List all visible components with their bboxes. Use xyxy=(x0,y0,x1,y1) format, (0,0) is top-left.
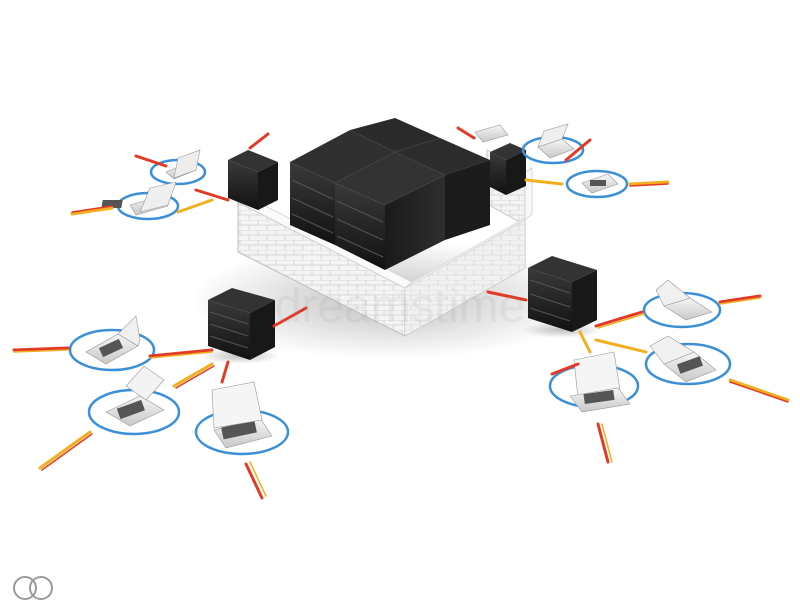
laptop-node-tr-1 xyxy=(521,123,585,165)
laptop-node-br-3 xyxy=(548,351,640,413)
firewall-wall xyxy=(237,149,533,337)
server-right xyxy=(522,256,602,338)
center-watermark: dreamstime xyxy=(275,280,526,333)
server-top-right xyxy=(490,143,526,195)
laptop-node-bl-3 xyxy=(194,381,290,456)
laptop-node-tl-2 xyxy=(101,181,180,221)
dreamstime-logo-icon xyxy=(13,576,53,600)
server-top-left xyxy=(228,150,278,210)
laptop-node-tl-1 xyxy=(149,149,207,186)
laptop-node-bl-1 xyxy=(68,315,156,372)
central-server-cluster xyxy=(290,118,490,270)
laptop-node-br-2 xyxy=(644,335,732,386)
laptop-node-br-1 xyxy=(642,279,722,329)
laptop-node-bl-2 xyxy=(87,365,181,436)
laptop-node-tr-3 xyxy=(474,124,509,143)
server-left xyxy=(200,288,280,364)
data-flow-arrows xyxy=(12,126,790,500)
watermark-strip xyxy=(0,560,800,607)
laptop-node-tr-2 xyxy=(565,169,629,199)
